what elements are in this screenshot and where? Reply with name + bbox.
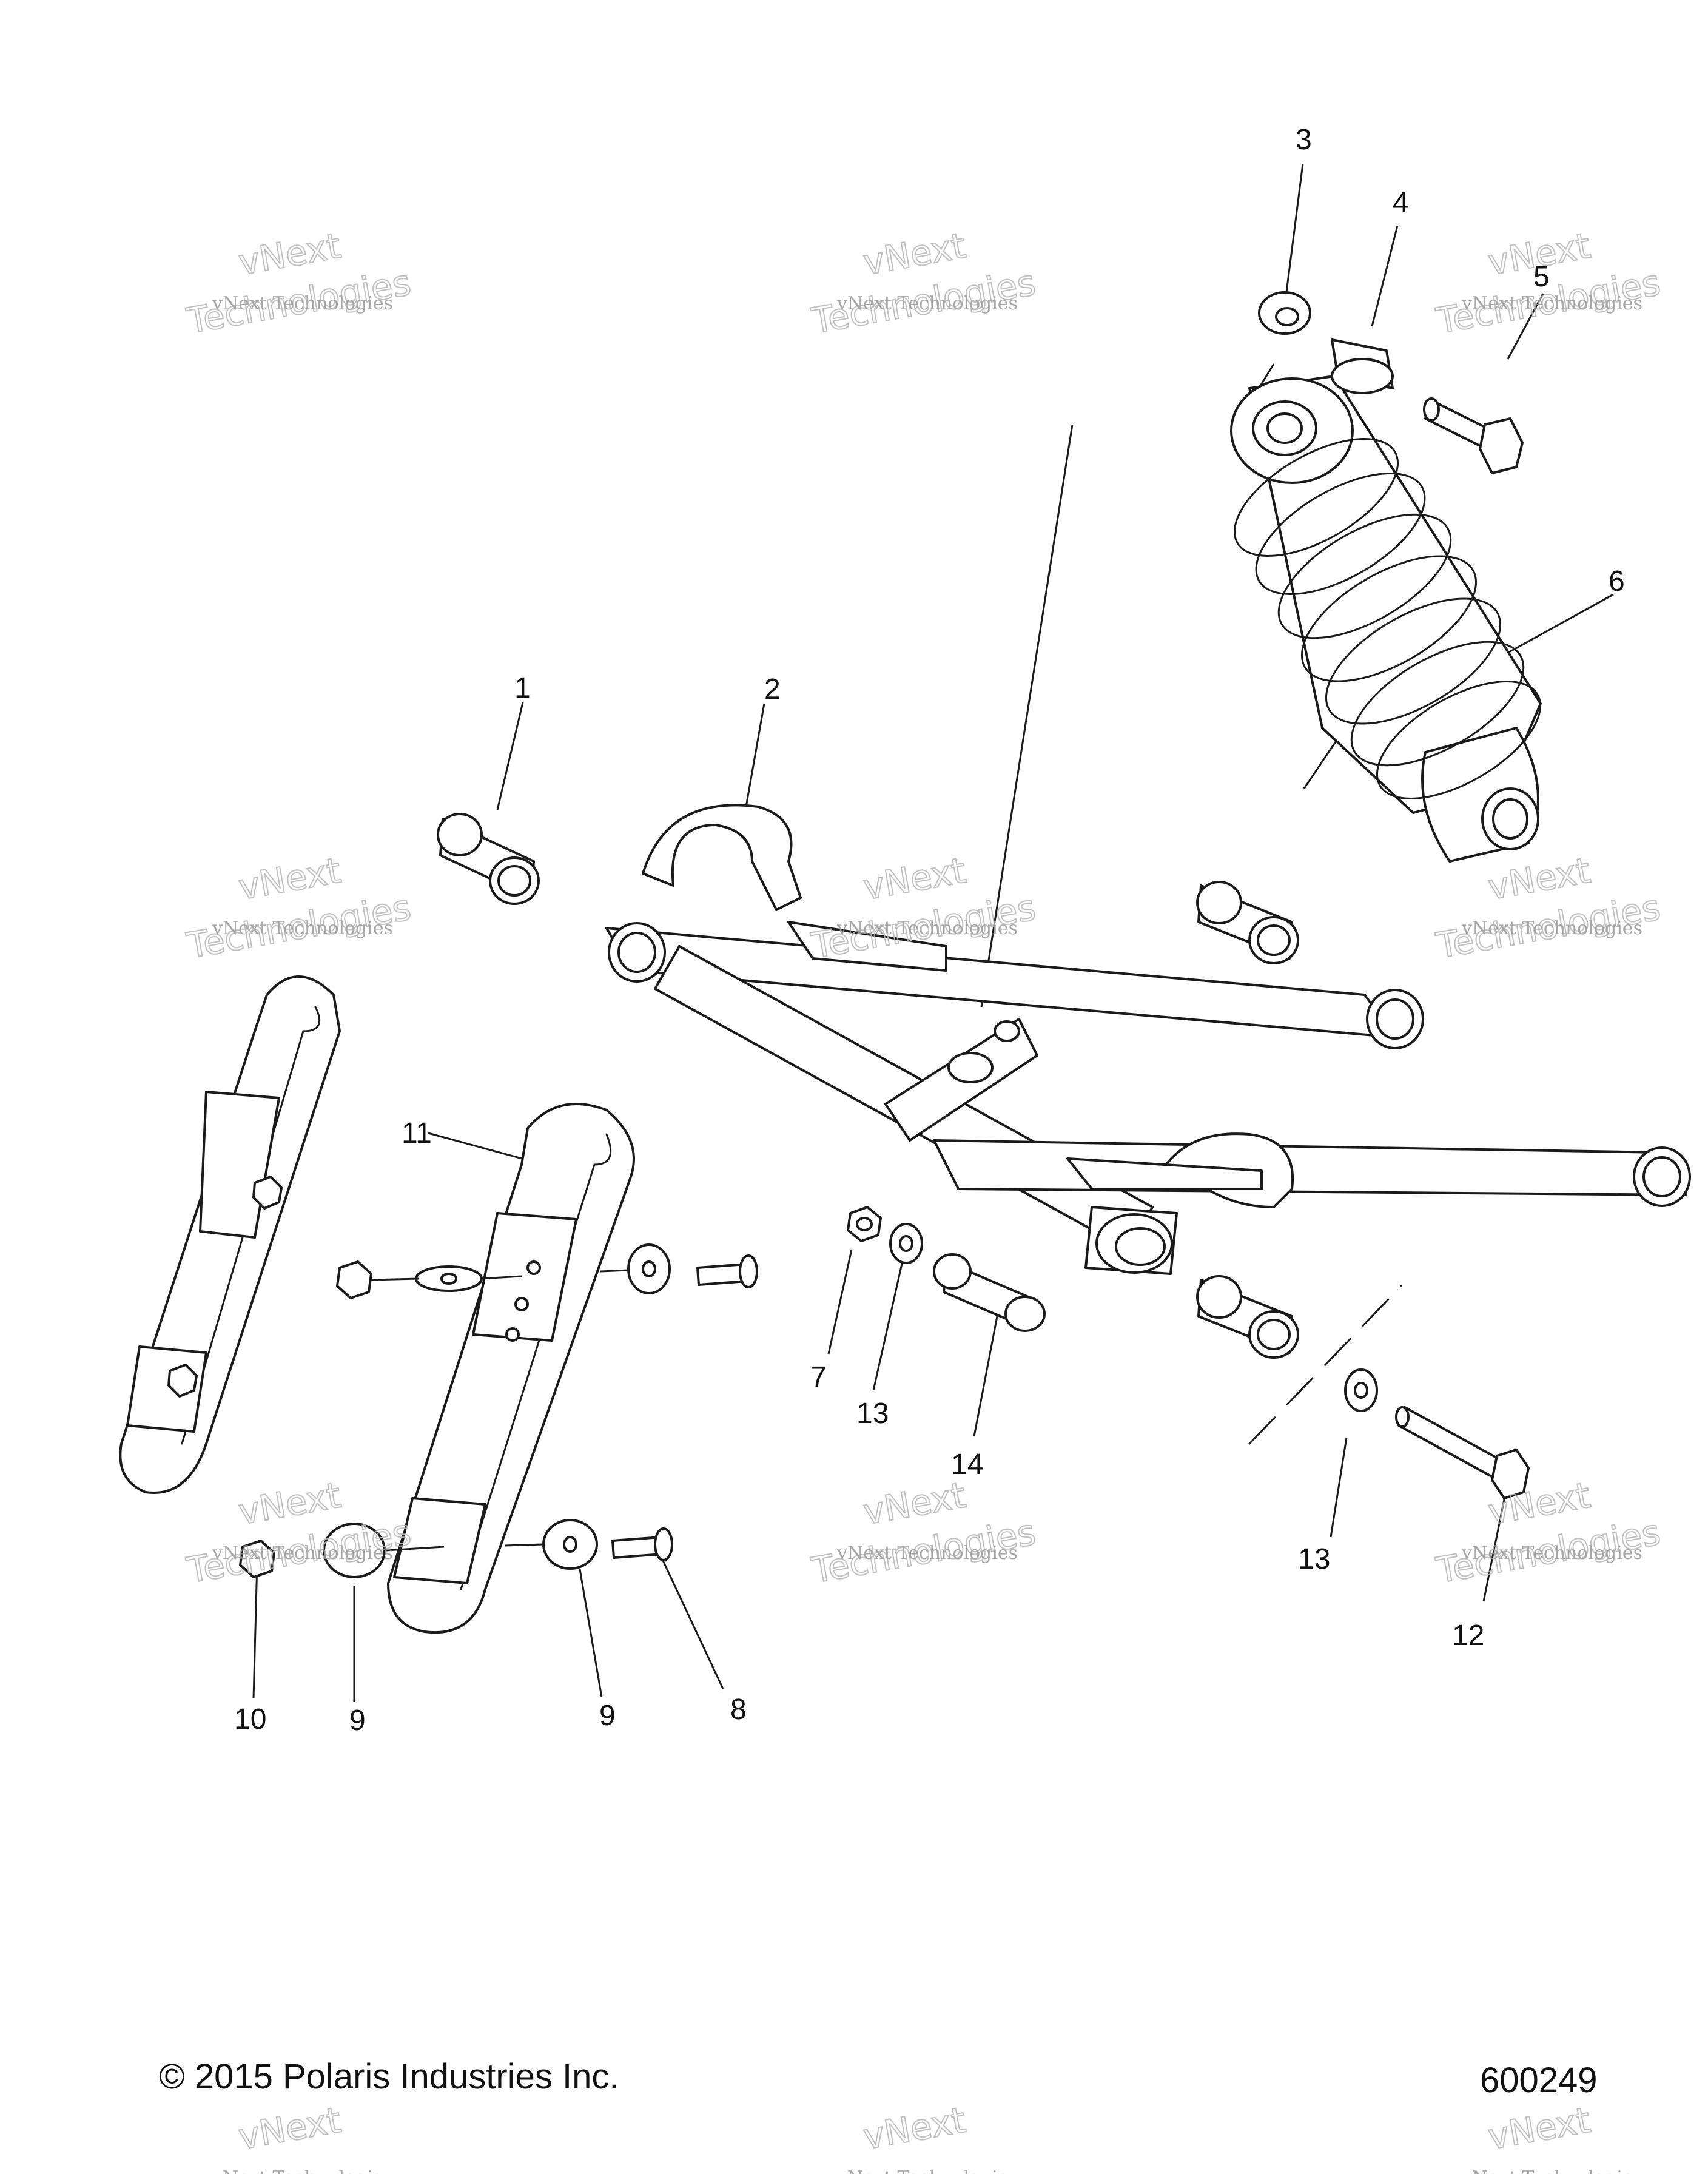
callout-12: 12 — [1452, 1620, 1484, 1652]
callout-14: 14 — [951, 1449, 983, 1481]
copyright-notice: © 2015 Polaris Industries Inc. — [159, 2057, 619, 2096]
svg-text:vNext Technologies: vNext Technologies — [1461, 918, 1642, 939]
watermark: vNext vNext Technologies — [212, 2099, 393, 2174]
svg-text:vNext Technologies: vNext Technologies — [212, 918, 393, 939]
svg-text:vNext Technologies: vNext Technologies — [836, 918, 1018, 939]
svg-text:vNext Technologies: vNext Technologies — [1461, 293, 1642, 314]
svg-text:vNext Technologies: vNext Technologies — [212, 1543, 393, 1564]
svg-text:vNext: vNext — [860, 850, 969, 908]
shock-absorber — [1230, 375, 1542, 863]
washer-lower — [1344, 1368, 1378, 1412]
callout-5: 5 — [1533, 261, 1550, 293]
callout-2: 2 — [764, 673, 781, 705]
figure-number: 600249 — [1480, 2061, 1598, 2100]
centerline — [1248, 1285, 1402, 1445]
svg-text:vNext Technologies: vNext Technologies — [836, 1543, 1018, 1564]
watermark: vNext Technologies vNext Technologies — [183, 849, 415, 968]
callout-13: 13 — [856, 1398, 889, 1430]
pivot-bushing-lower — [1196, 1275, 1299, 1359]
svg-text:vNext: vNext — [235, 225, 344, 283]
pivot-bushing — [437, 813, 540, 905]
callout-9: 9 — [349, 1705, 366, 1737]
svg-text:vNext: vNext — [860, 1475, 969, 1533]
svg-text:vNext: vNext — [860, 225, 969, 283]
callout-10: 10 — [234, 1703, 266, 1735]
svg-text:vNext: vNext — [235, 2099, 344, 2158]
svg-text:vNext: vNext — [860, 2099, 969, 2158]
shock-bolt — [1423, 397, 1524, 474]
link-center — [387, 1103, 635, 1634]
sleeve — [1331, 338, 1394, 394]
svg-text:vNext Technologies: vNext Technologies — [212, 2167, 393, 2174]
callout-8: 8 — [730, 1694, 747, 1726]
watermark: vNext Technologies vNext Technologies — [183, 1474, 415, 1592]
callout-9b: 9 — [599, 1700, 616, 1732]
link-left — [119, 975, 341, 1494]
a-arm — [605, 804, 1691, 1275]
svg-text:vNext: vNext — [235, 1475, 344, 1533]
long-bolt — [1395, 1406, 1530, 1499]
pivot-bushing-right — [1196, 881, 1299, 964]
nut — [847, 1206, 882, 1242]
washer — [889, 1223, 923, 1264]
watermark: vNext Technologies vNext Technologies — [183, 224, 415, 343]
svg-text:vNext Technologies: vNext Technologies — [212, 293, 393, 314]
callout-1: 1 — [514, 672, 531, 704]
callout-4: 4 — [1393, 187, 1409, 219]
callout-7: 7 — [810, 1361, 827, 1393]
callout-3: 3 — [1296, 124, 1312, 156]
callout-11: 11 — [402, 1117, 432, 1149]
callout-labels: 1 2 3 4 5 6 7 8 9 9 10 11 12 13 13 14 — [234, 124, 1625, 1737]
watermark: vNext vNext Technologies — [836, 2099, 1018, 2174]
watermark: vNext Technologies vNext Technologies — [808, 224, 1040, 343]
watermark: vNext vNext Technologies — [1461, 2099, 1642, 2174]
watermark: vNext Technologies vNext Technologies — [808, 1474, 1040, 1592]
svg-text:vNext Technologies: vNext Technologies — [1461, 2167, 1642, 2174]
svg-text:vNext Technologies: vNext Technologies — [836, 2167, 1018, 2174]
arm-sleeve — [933, 1253, 1046, 1332]
svg-text:vNext Technologies: vNext Technologies — [1461, 1543, 1642, 1564]
svg-text:vNext: vNext — [1485, 850, 1593, 908]
callout-6: 6 — [1609, 565, 1625, 597]
callout-13b: 13 — [1298, 1543, 1330, 1575]
svg-text:vNext Technologies: vNext Technologies — [836, 293, 1018, 314]
svg-text:vNext: vNext — [1485, 2099, 1593, 2158]
bushing-cap — [1258, 291, 1311, 335]
watermark: vNext Technologies vNext Technologies — [1433, 1474, 1664, 1592]
link-hardware-lower — [239, 1519, 673, 1578]
link-hardware-upper — [336, 1243, 758, 1299]
svg-text:vNext: vNext — [235, 850, 344, 908]
